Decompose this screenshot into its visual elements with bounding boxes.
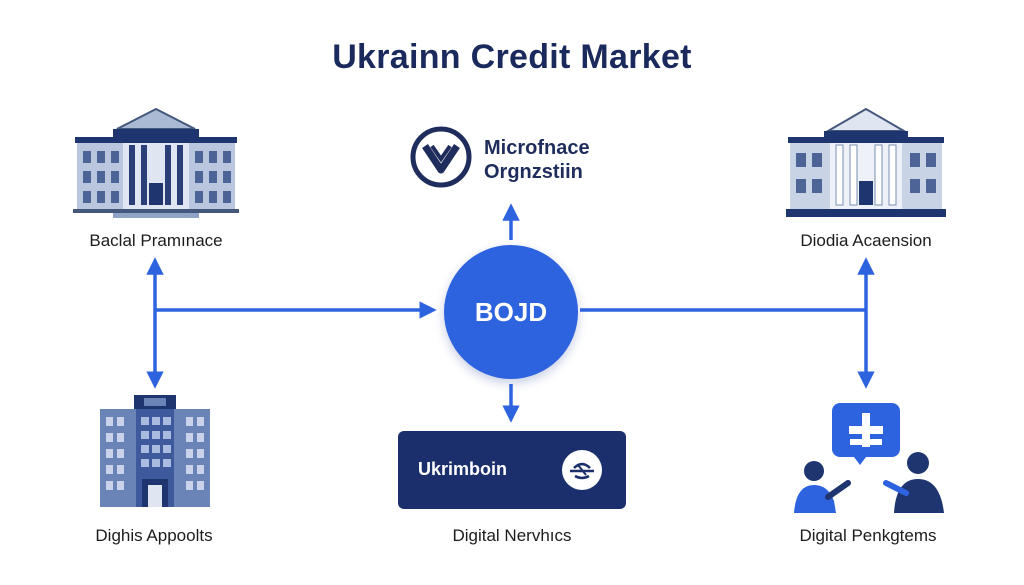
bank-building-icon (786, 107, 946, 217)
people-chat-icon (794, 403, 944, 513)
mfo-name: Microfnace Orgnzstiin (484, 136, 590, 184)
hat-glyph-icon (570, 462, 594, 480)
node-label-bottom-left: Dighis Appoolts (95, 526, 213, 545)
diagram-title: Ukrainn Credit Market (332, 38, 692, 76)
mfo-logo-icon (410, 126, 472, 188)
office-tower-icon (100, 395, 210, 507)
mfo-name-line2: Orgnzstiin (484, 161, 583, 183)
hub-node: BOJD (444, 245, 578, 379)
node-label-bottom-center: Digital Nervhıcs (452, 526, 572, 545)
platform-card: Ukrimboin (398, 431, 626, 509)
node-label-bottom-right: Digital Penkgtems (799, 526, 937, 545)
node-label-top-right: Diodia Acaension (800, 231, 932, 250)
platform-label: Ukrimboin (418, 459, 508, 479)
platform-badge-icon (562, 450, 602, 490)
node-label-top-left: Baclal Pramınace (89, 231, 223, 250)
bank-building-icon (73, 107, 239, 218)
mfo-name-line1: Microfnace (484, 137, 590, 159)
